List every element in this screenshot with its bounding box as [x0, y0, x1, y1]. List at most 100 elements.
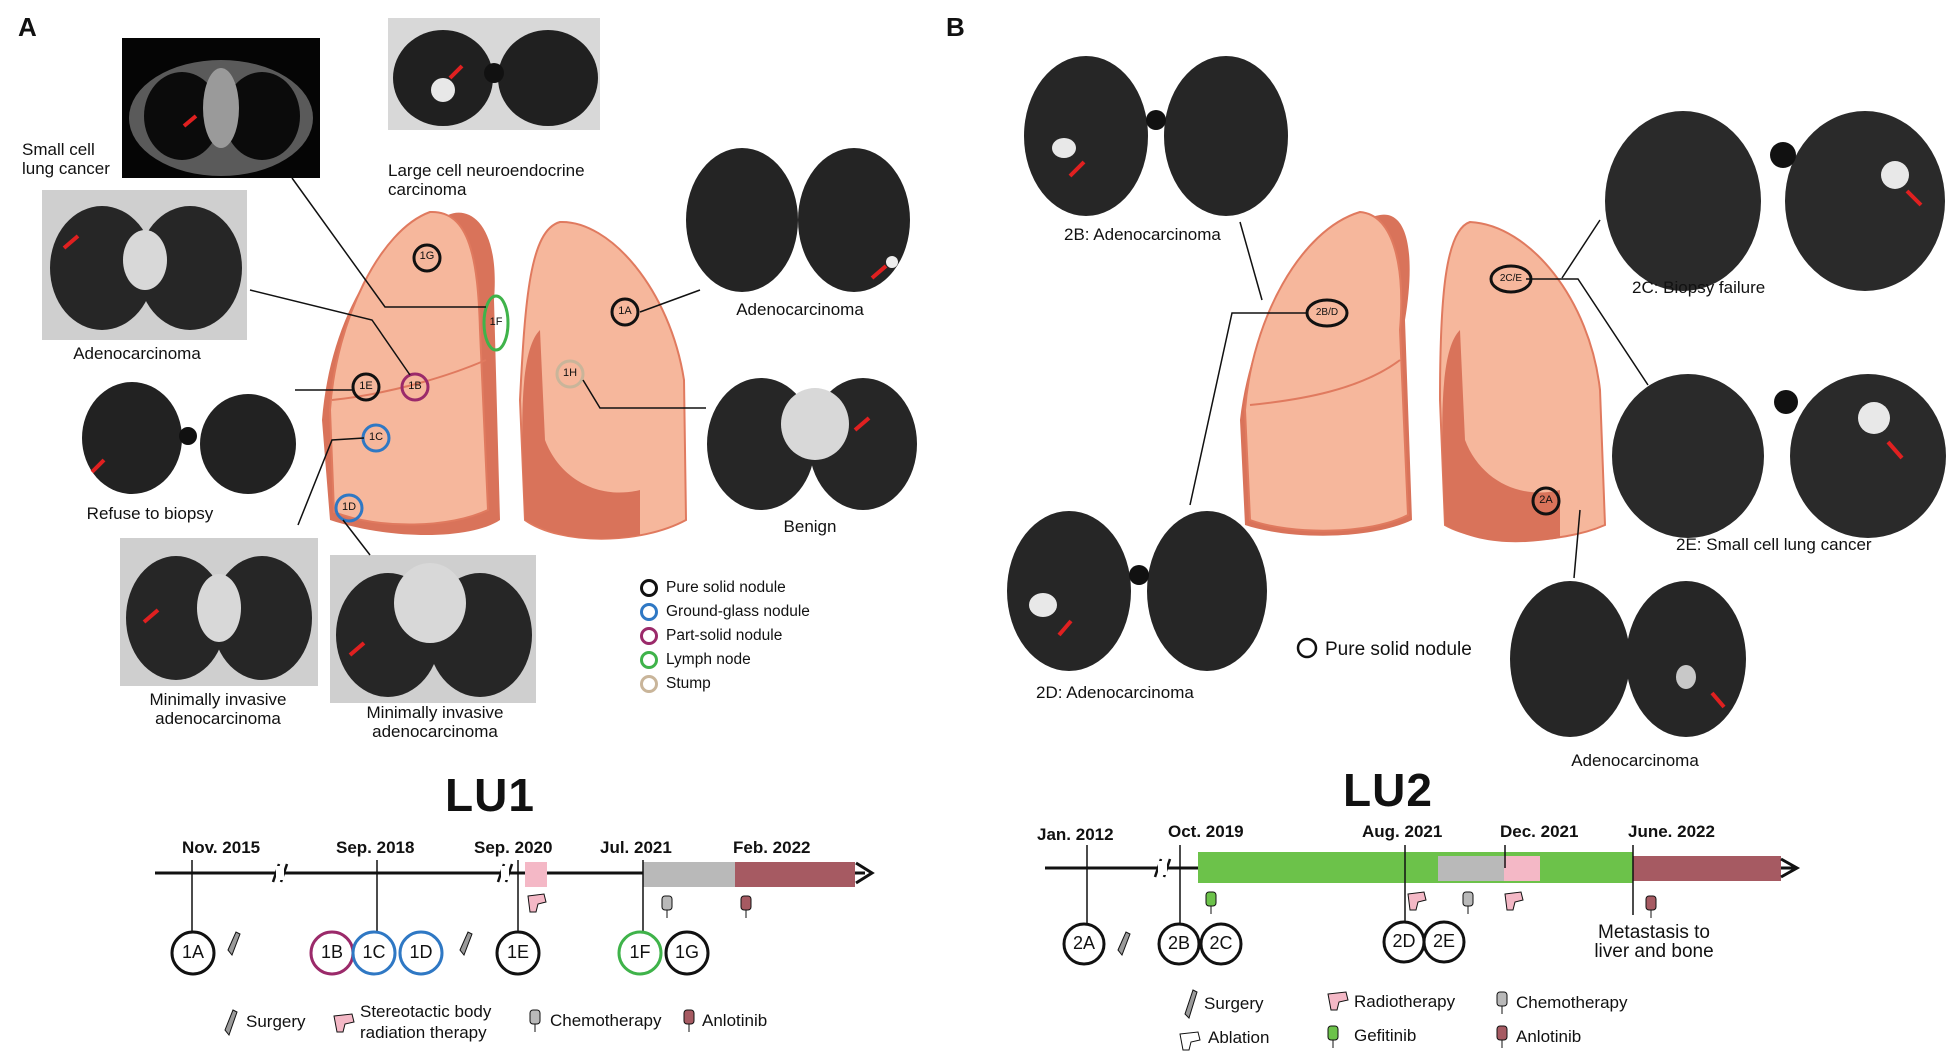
date-b-4: June. 2022 — [1628, 822, 1715, 841]
ct-image-mia2 — [330, 555, 536, 703]
iv-bag-icon — [1205, 891, 1217, 914]
node-1g: 1G — [674, 942, 699, 962]
scalpel-icon — [1117, 931, 1131, 956]
label-2b: 2B: Adenocarcinoma — [1064, 225, 1221, 244]
ct-image-mia1 — [120, 538, 318, 686]
label-2d: 2D: Adenocarcinoma — [1036, 683, 1194, 702]
scalpel-icon — [224, 1009, 238, 1037]
label-benign: Benign — [783, 517, 837, 536]
panel-a-letter: A — [18, 12, 37, 42]
legend-surgery: Surgery — [246, 1012, 306, 1031]
node-2c: 2C — [1209, 933, 1233, 953]
ct-image-2c — [1603, 105, 1949, 297]
scalpel-icon — [459, 931, 473, 956]
ct-scan-icon — [703, 368, 921, 516]
label-lcnc: Large cell neuroendocrine carcinoma — [388, 161, 585, 199]
node-2a: 2A — [1072, 933, 1096, 953]
legend-surgery-b: Surgery — [1204, 994, 1264, 1013]
nodule-2a: 2A — [1539, 494, 1553, 506]
nodule-1b: 1B — [408, 380, 422, 392]
scalpel-icon — [1184, 989, 1198, 1019]
nodule-1f: 1F — [489, 316, 503, 328]
label-mia2: Minimally invasive adenocarcinoma — [366, 703, 504, 741]
ct-scan-icon — [1020, 50, 1292, 222]
ct-scan-icon — [682, 142, 914, 298]
date-a-1: Sep. 2018 — [336, 838, 415, 857]
label-2e: 2E: Small cell lung cancer — [1676, 535, 1872, 554]
ct-scan-icon — [122, 38, 320, 178]
ct-scan-icon — [42, 190, 247, 340]
node-1e: 1E — [506, 942, 530, 962]
date-a-0: Nov. 2015 — [182, 838, 261, 857]
legend-radiotherapy: Radiotherapy — [1354, 992, 1456, 1011]
ct-scan-icon — [1603, 105, 1949, 297]
radiation-gun-icon — [1327, 991, 1349, 1011]
title-lu1: LU1 — [445, 769, 535, 821]
node-1f: 1F — [629, 942, 651, 962]
ct-image-benign — [703, 368, 921, 516]
label-mia1: Minimally invasive adenocarcinoma — [149, 690, 287, 728]
node-2e: 2E — [1432, 931, 1456, 951]
date-a-2: Sep. 2020 — [474, 838, 553, 857]
legend-b-solid: Pure solid nodule — [1325, 639, 1472, 660]
iv-bag-icon — [1462, 891, 1474, 914]
ct-image-2d — [1003, 505, 1273, 675]
iv-bag-icon — [1327, 1025, 1339, 1048]
nodule-1a: 1A — [618, 305, 632, 317]
date-b-1: Oct. 2019 — [1168, 822, 1244, 841]
legend-item: Stump — [640, 672, 810, 696]
ct-scan-icon — [388, 18, 600, 130]
ct-scan-icon — [330, 555, 536, 703]
ct-image-refuse — [80, 380, 298, 498]
ct-image-adeno-left — [42, 190, 247, 340]
ct-image-2b — [1020, 50, 1292, 222]
legend-gefitinib: Gefitinib — [1354, 1026, 1417, 1045]
ct-scan-icon — [1612, 370, 1949, 540]
node-1d: 1D — [409, 942, 433, 962]
ct-scan-icon — [120, 538, 318, 686]
legend-anlotinib-a: Anlotinib — [702, 1011, 768, 1030]
label-2c: 2C: Biopsy failure — [1632, 278, 1766, 297]
nodule-1e: 1E — [359, 380, 373, 392]
label-adeno-right: Adenocarcinoma — [736, 300, 864, 319]
ct-image-2e — [1612, 370, 1949, 540]
nodule-2ce: 2C/E — [1499, 273, 1523, 284]
date-a-3: Jul. 2021 — [600, 838, 672, 857]
node-2b: 2B — [1167, 933, 1191, 953]
ct-scan-icon — [1003, 505, 1273, 675]
radiation-gun-icon — [1407, 891, 1427, 911]
nodule-1g: 1G — [419, 250, 435, 262]
legend-ablation: Ablation — [1208, 1028, 1270, 1047]
iv-bag-icon — [661, 895, 673, 918]
legend-anlotinib-b: Anlotinib — [1516, 1027, 1582, 1046]
legend-a: Pure solid nodule Ground-glass nodule Pa… — [640, 576, 810, 696]
iv-bag-icon — [1496, 991, 1508, 1014]
nodule-2bd: 2B/D — [1315, 307, 1339, 318]
nodule-1h: 1H — [562, 367, 578, 379]
legend-item: Lymph node — [640, 648, 810, 672]
iv-bag-icon — [740, 895, 752, 918]
node-1c: 1C — [362, 942, 386, 962]
ablation-icon — [1179, 1031, 1201, 1051]
radiation-gun-icon — [1504, 891, 1524, 911]
iv-bag-icon — [1645, 895, 1657, 918]
label-2a: Adenocarcinoma — [1571, 751, 1699, 770]
date-b-3: Dec. 2021 — [1500, 822, 1579, 841]
panel-b-letter: B — [946, 12, 965, 42]
label-sclc: Small cell lung cancer — [22, 140, 110, 178]
radiation-gun-icon — [527, 893, 547, 913]
node-2d: 2D — [1392, 931, 1416, 951]
ct-scan-icon — [80, 380, 298, 498]
date-b-0: Jan. 2012 — [1037, 825, 1114, 844]
scalpel-icon — [227, 931, 241, 956]
node-1b: 1B — [320, 942, 344, 962]
label-adeno-left: Adenocarcinoma — [73, 344, 201, 363]
legend-item: Pure solid nodule — [640, 576, 810, 600]
ct-image-lcnc — [388, 18, 600, 130]
ct-image-2a — [1506, 577, 1750, 742]
legend-sbrt: Stereotactic body radiation therapy — [360, 1002, 492, 1042]
